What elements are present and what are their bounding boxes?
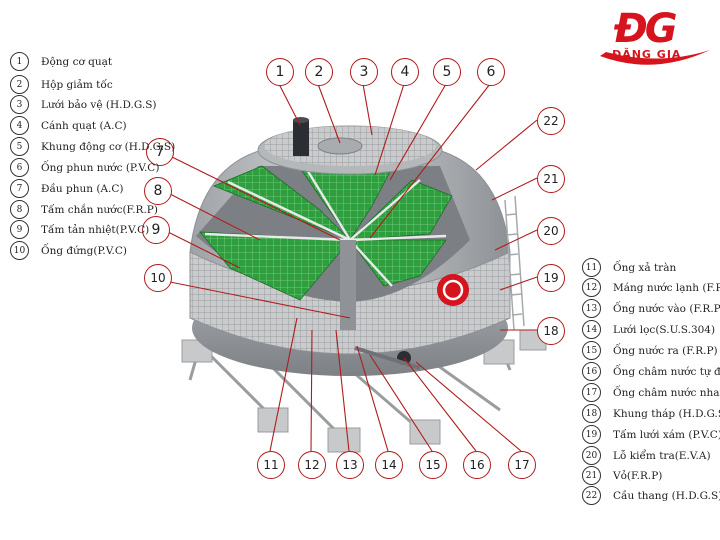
callout-15: 15	[419, 451, 447, 479]
callout-8: 8	[144, 177, 172, 205]
callout-22: 22	[537, 107, 565, 135]
callout-4: 4	[391, 58, 419, 86]
callout-14: 14	[375, 451, 403, 479]
standpipe	[340, 240, 356, 330]
callout-1: 1	[266, 58, 294, 86]
callout-5: 5	[433, 58, 461, 86]
sprinkler-arms	[204, 167, 447, 287]
logo-name: ĐẶNG GIA	[612, 48, 682, 61]
shell-brand-badge	[437, 274, 469, 306]
callout-13: 13	[336, 451, 364, 479]
ladder	[504, 195, 525, 331]
callout-17: 17	[508, 451, 536, 479]
callout-21: 21	[537, 165, 565, 193]
logo-mark: ĐG	[614, 6, 678, 52]
callout-7: 7	[146, 138, 174, 166]
callout-9: 9	[142, 216, 170, 244]
fill-sectors	[199, 165, 453, 301]
callout-10: 10	[144, 264, 172, 292]
callout-19: 19	[537, 264, 565, 292]
callout-12: 12	[298, 451, 326, 479]
fan-motor	[293, 120, 309, 156]
callout-2: 2	[305, 58, 333, 86]
gear-box	[317, 137, 363, 155]
callout-3: 3	[350, 58, 378, 86]
leader-lines	[167, 83, 538, 452]
callout-20: 20	[537, 217, 565, 245]
callout-18: 18	[537, 317, 565, 345]
logo-swoosh-icon	[600, 50, 710, 65]
callout-6: 6	[477, 58, 505, 86]
callout-11: 11	[257, 451, 285, 479]
brand-logo: ĐG ĐẶNG GIA	[596, 6, 714, 72]
callout-16: 16	[463, 451, 491, 479]
